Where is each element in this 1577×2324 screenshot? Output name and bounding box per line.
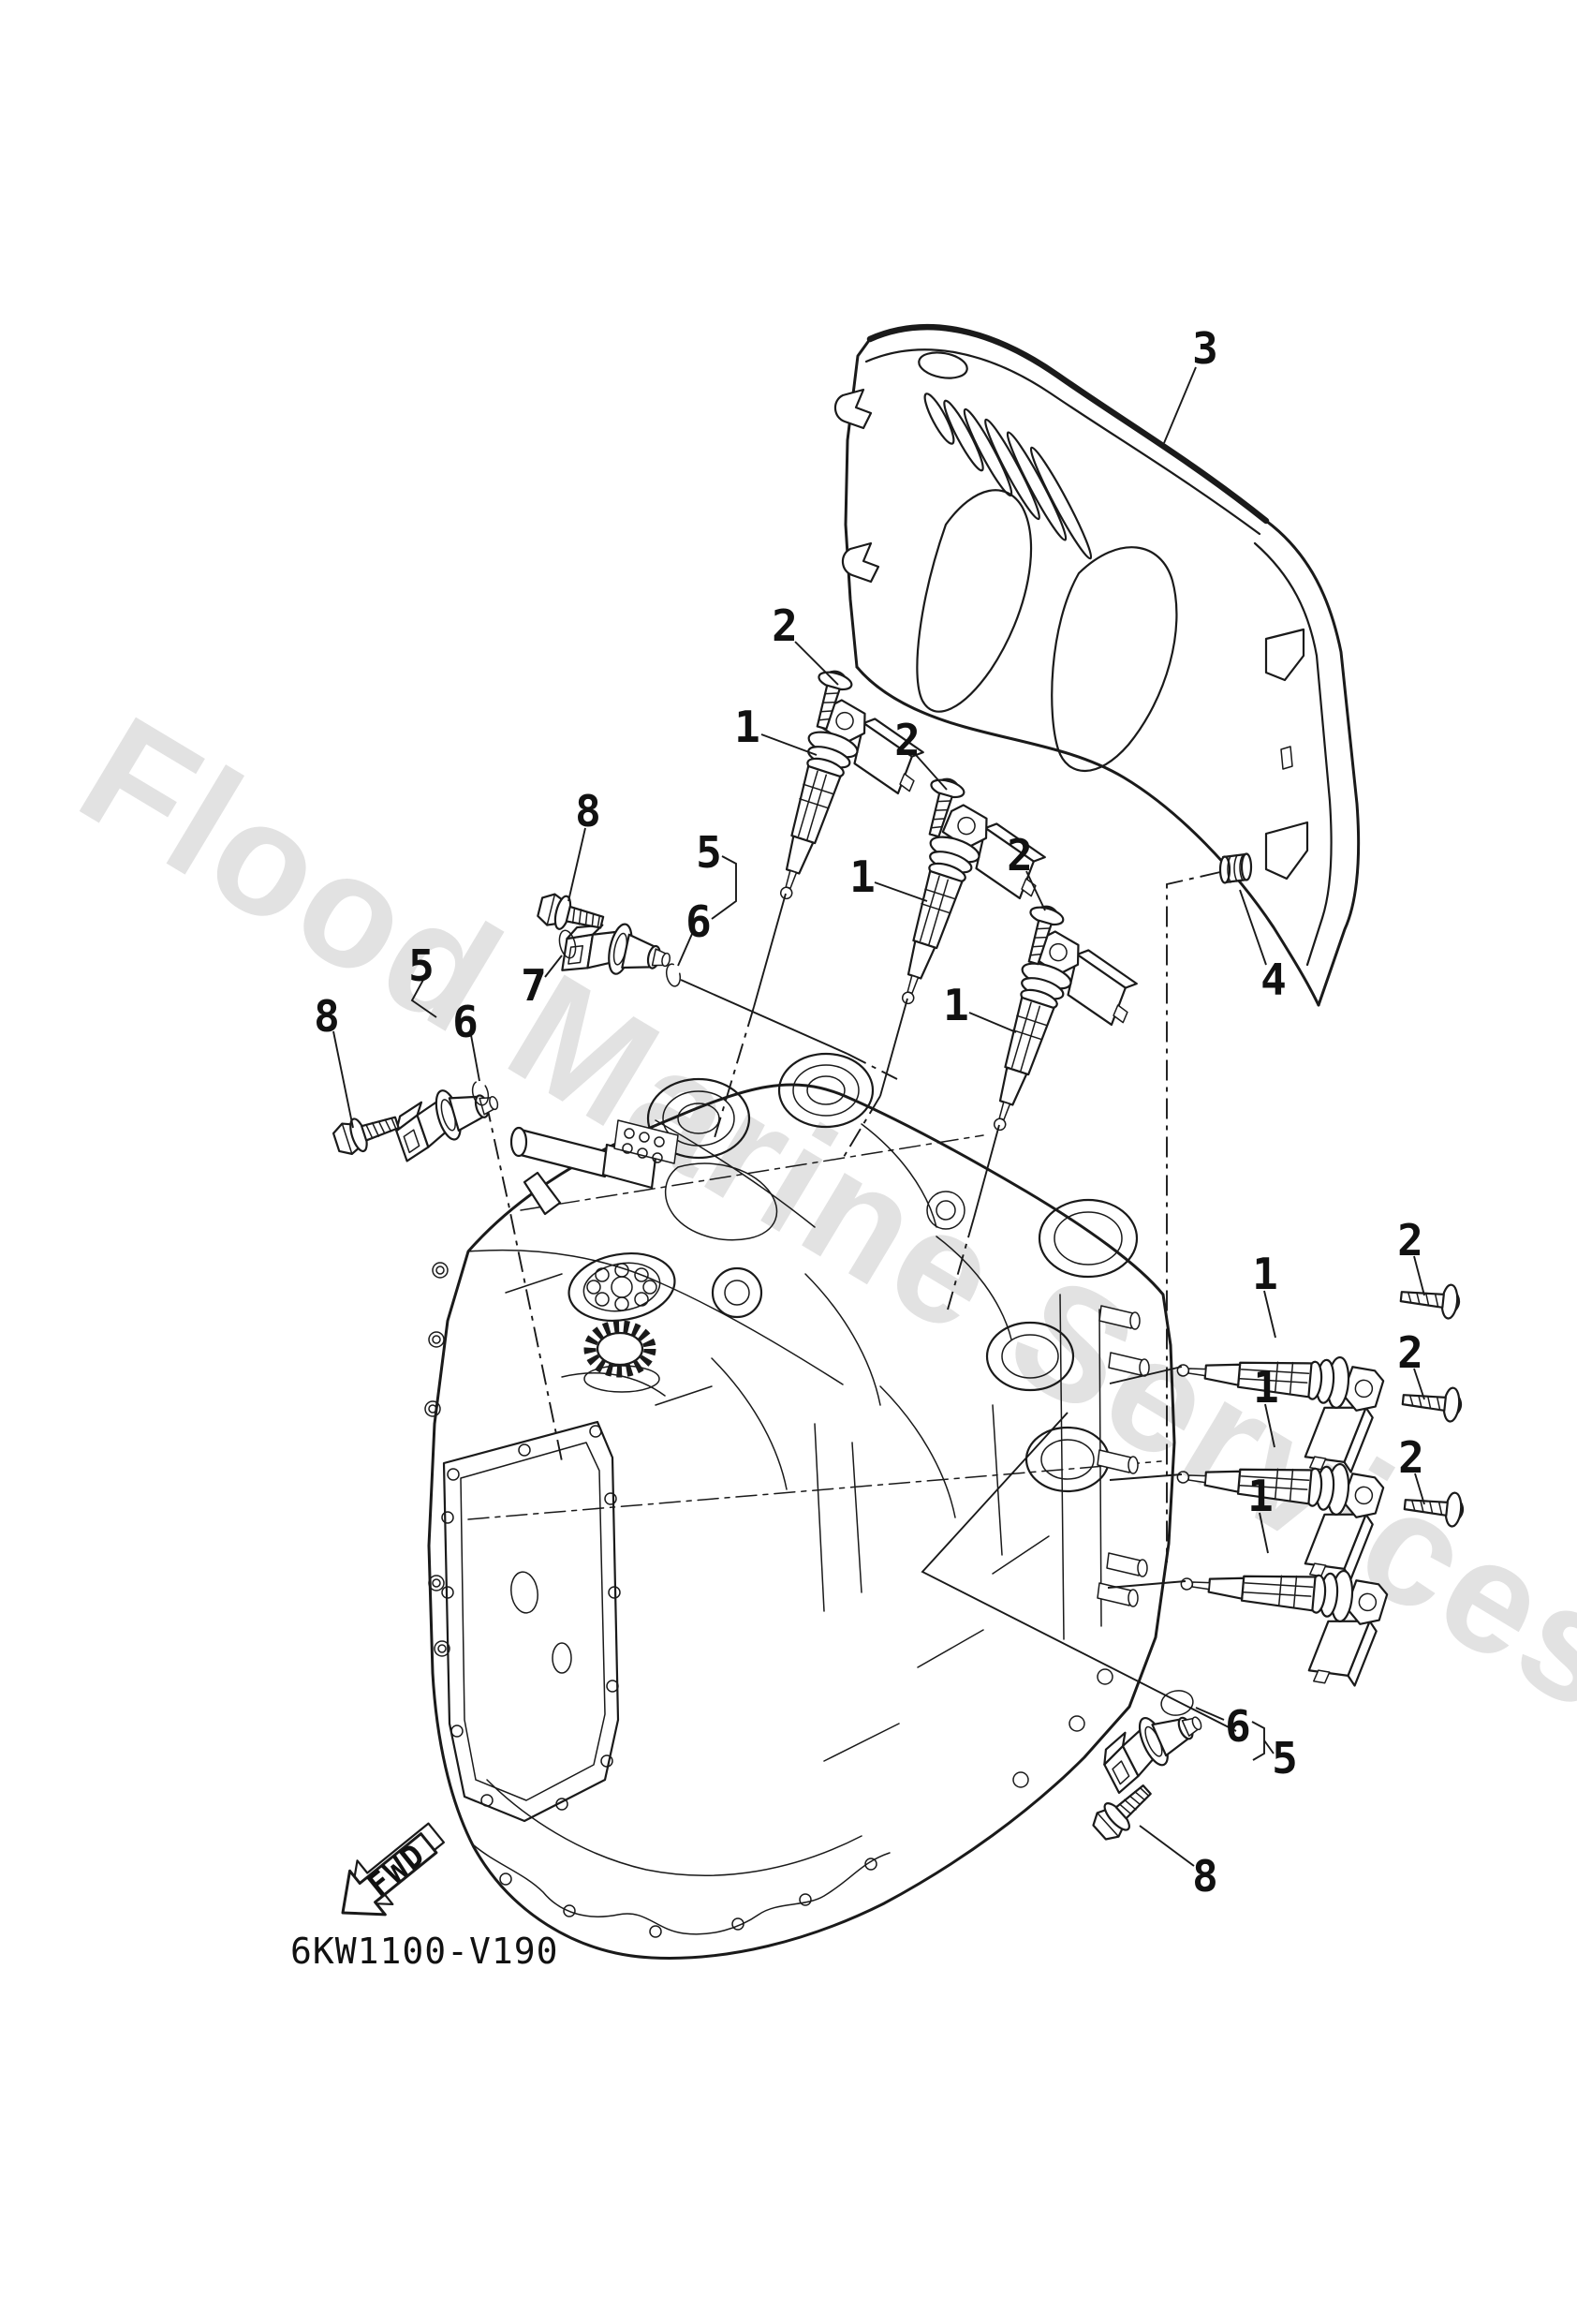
callout-2-16: 2: [1397, 1215, 1423, 1266]
coil-screw-right-1: [1398, 1279, 1462, 1321]
o-ring-6-cam: [665, 963, 682, 987]
bracket: [410, 979, 437, 1018]
callout-1-15: 1: [1252, 1249, 1278, 1299]
callout-leader-8-14: [332, 1030, 354, 1129]
side-cover-plate: [441, 1420, 621, 1823]
engine-cover: [833, 323, 1361, 1007]
callout-leader-8-8: [567, 827, 586, 902]
part-code: 6KW1100-V190: [290, 1931, 559, 1972]
callout-2-20: 2: [1398, 1432, 1424, 1483]
callout-leader-2-4: [915, 754, 948, 791]
callout-leader-7-11: [544, 955, 563, 978]
ignition-coil-3: [971, 924, 1145, 1158]
callout-leader-1-5: [874, 881, 928, 902]
callout-8-14: 8: [314, 991, 340, 1042]
o-ring-7: [558, 929, 577, 959]
grommet: [1218, 852, 1253, 884]
sensor-bolt-front: [330, 1105, 404, 1160]
intake-manifold: [509, 1119, 778, 1241]
crank-sensor-rear: [1092, 1696, 1215, 1795]
mount-hooks: [833, 388, 1309, 881]
o-ring-6-front: [471, 1080, 490, 1106]
witness-lines: [410, 855, 1275, 1761]
callout-leader-8-23: [1139, 1825, 1195, 1867]
cylinder-head-face: [1059, 1294, 1150, 1640]
callout-leader-2-16: [1413, 1255, 1425, 1296]
callout-leader-2-18: [1413, 1368, 1425, 1400]
callout-leader-1-15: [1263, 1290, 1276, 1339]
callout-7-11: 7: [521, 960, 547, 1011]
callout-leader-6-10: [677, 933, 693, 967]
bracket: [711, 855, 737, 920]
callout-1-7: 1: [943, 980, 969, 1030]
callout-6-13: 6: [452, 997, 479, 1047]
callout-leader-1-17: [1264, 1403, 1275, 1448]
callout-8-8: 8: [575, 786, 601, 836]
callout-leader-3-0: [1163, 366, 1197, 444]
callout-4-1: 4: [1260, 955, 1287, 1005]
flywheel-gear: [567, 1252, 676, 1393]
callout-6-10: 6: [685, 896, 712, 947]
vent-slots: [923, 392, 1093, 560]
callout-leader-1-3: [760, 733, 818, 756]
engine-block: [424, 1052, 1176, 1960]
callout-leader-2-6: [1025, 870, 1046, 911]
parts: [330, 666, 1466, 1846]
callout-leader-4-1: [1239, 889, 1267, 966]
callout-leader-2-20: [1414, 1473, 1425, 1505]
callout-leader-1-19: [1259, 1512, 1269, 1554]
callout-2-4: 2: [894, 715, 921, 765]
callout-1-5: 1: [849, 851, 876, 902]
callout-5-12: 5: [408, 940, 435, 991]
callout-1-3: 1: [734, 702, 760, 752]
callout-5-9: 5: [696, 827, 722, 878]
callout-2-2: 2: [772, 600, 798, 651]
o-ring-6-rear: [1160, 1690, 1194, 1716]
callout-leader-6-21: [1195, 1707, 1225, 1721]
coil-screw-right-2: [1400, 1382, 1464, 1424]
callout-3-0: 3: [1192, 323, 1218, 374]
callout-2-18: 2: [1397, 1327, 1423, 1378]
callout-8-23: 8: [1192, 1851, 1218, 1902]
callout-2-6: 2: [1007, 830, 1033, 881]
callout-6-21: 6: [1225, 1701, 1251, 1752]
bracket: [1251, 1721, 1275, 1761]
callout-5-22: 5: [1272, 1733, 1298, 1784]
callout-leader-6-13: [470, 1034, 480, 1082]
callout-leader-1-7: [968, 1012, 1017, 1033]
callout-leader-2-2: [794, 641, 839, 686]
callout-1-17: 1: [1253, 1362, 1279, 1413]
callout-1-19: 1: [1247, 1471, 1274, 1521]
fwd-arrow: FWD: [341, 1822, 445, 1917]
